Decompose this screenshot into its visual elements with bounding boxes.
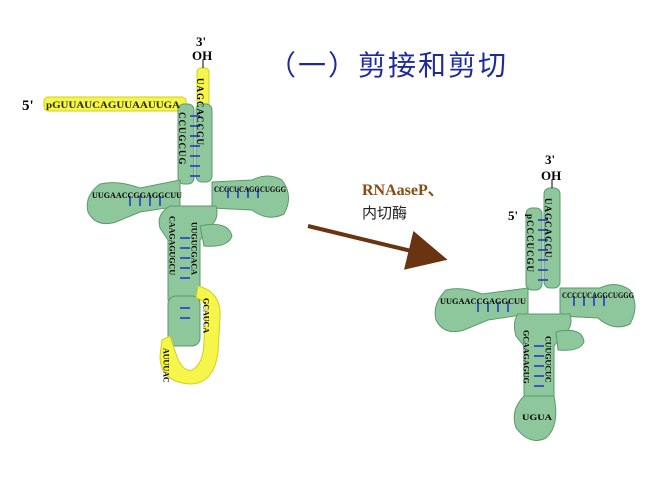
- anticodon-base-pairs: [180, 237, 190, 319]
- m-three-prime-label: 3': [545, 152, 555, 167]
- ac-stem-right-sequence: UUGUCGACA: [190, 222, 199, 275]
- enzyme-name: RNAaseP、: [362, 182, 444, 199]
- m-variable-loop: [555, 329, 585, 351]
- m-t-arm: [559, 284, 636, 328]
- three-prime-label: 3': [196, 34, 206, 49]
- d-arm: [86, 179, 181, 225]
- m-t-loop-sequence: CCCCUCAGGCUGGG: [562, 291, 634, 300]
- m-anticodon-loop: [513, 395, 557, 441]
- acceptor-left-sequence: CCUGCUG: [177, 112, 187, 166]
- m-acceptor-base-pairs: [538, 219, 548, 281]
- m-anticodon-sequence: UGUA: [522, 413, 552, 422]
- acceptor-stem-left: [177, 103, 195, 185]
- t-loop-sequence: CCCCUCAGGCUGGG: [214, 185, 286, 194]
- intron-sequence: AUUUAC: [162, 348, 171, 383]
- leader-sequence: pGUUAUCAGUUAAUUGA: [46, 100, 181, 110]
- m-d-loop-sequence: UUGAACCGAGGCUU: [440, 297, 526, 306]
- five-prime-label: 5': [22, 98, 34, 114]
- slide-title: （一）剪接和剪切: [268, 49, 509, 82]
- processing-arrow: [307, 224, 448, 270]
- m-anticodon-base-pairs: [534, 345, 544, 387]
- t-arm: [211, 175, 289, 218]
- m-acceptor-right-sequence: UAGCACCU: [543, 198, 553, 259]
- intron-region: [159, 285, 221, 385]
- precursor-trna: 3' OH 5' pGUUAUCAGUUAAUUGA UAGCACCCU CCU…: [22, 34, 289, 385]
- enzyme-label: RNAaseP、 内切酶: [362, 180, 444, 224]
- m-five-prime-label: 5': [508, 208, 518, 223]
- m-ac-stem-right-sequence: CUUGUCUC: [544, 336, 553, 383]
- m-d-arm-base-pairs: [477, 302, 509, 312]
- acceptor-base-pairs: [190, 115, 200, 177]
- ac-extra-sequence: GCAUCA: [202, 298, 211, 333]
- oh-label: OH: [192, 48, 212, 63]
- acceptor-stem-right: [195, 103, 213, 183]
- mature-trna: 3' OH 5' UAGCACCU pCCCUCGU UUGAACCGAGGCU…: [434, 152, 636, 441]
- variable-loop: [199, 223, 233, 247]
- m-ac-stem-left-sequence: GCAAGAGUG: [522, 330, 531, 384]
- m-acceptor-left-sequence: pCCCUCGU: [525, 214, 535, 273]
- t-arm-base-pairs: [227, 188, 259, 198]
- enzyme-type: 内切酶: [362, 204, 408, 222]
- m-t-arm-base-pairs: [573, 296, 605, 306]
- lower-stem: [167, 295, 201, 347]
- d-arm-base-pairs: [129, 196, 161, 206]
- acceptor-right-sequence: UAGCACCCU: [195, 78, 205, 146]
- m-d-arm: [434, 287, 529, 333]
- m-oh-label: OH: [541, 168, 561, 183]
- ac-stem-left-sequence: CAAGAGUGCU: [168, 216, 177, 275]
- d-loop-sequence: UUGAACCGGAGGCUU: [92, 191, 182, 200]
